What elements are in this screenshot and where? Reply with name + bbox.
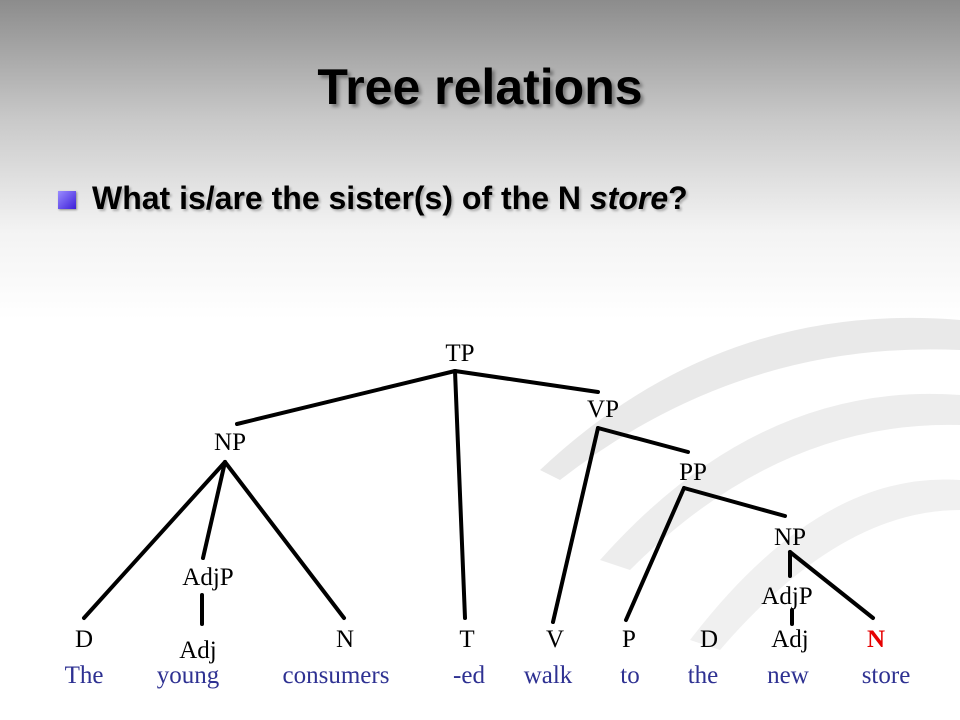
question-bullet: What is/are the sister(s) of the N store… bbox=[58, 180, 688, 217]
question-suffix: ? bbox=[668, 180, 688, 216]
branch-pp-p bbox=[624, 486, 686, 622]
square-bullet-icon bbox=[58, 190, 76, 209]
node-adjp-subject: AdjP bbox=[182, 564, 233, 591]
category-t: T bbox=[459, 626, 474, 653]
question-text: What is/are the sister(s) of the N store… bbox=[92, 180, 688, 217]
branch-vp-pp bbox=[596, 426, 690, 454]
category-n-highlighted: N bbox=[867, 626, 885, 653]
word-the: The bbox=[65, 662, 104, 689]
phrase-labels: TP NP VP PP NP AdjP AdjP bbox=[182, 340, 812, 610]
branch-pp-np bbox=[682, 486, 787, 518]
word-store: store bbox=[862, 662, 911, 689]
question-emphasis: store bbox=[589, 180, 669, 216]
branch-vp-v bbox=[551, 426, 600, 624]
node-tp: TP bbox=[445, 340, 474, 367]
branch-np-n2 bbox=[788, 550, 875, 620]
node-np-object: NP bbox=[774, 524, 806, 551]
word-consumers: consumers bbox=[283, 662, 390, 689]
word-to: to bbox=[620, 662, 639, 689]
question-prefix: What is/are the sister(s) of the N bbox=[92, 180, 590, 216]
branch-tp-np bbox=[235, 369, 457, 426]
word-young: young bbox=[157, 662, 220, 689]
word-ed: -ed bbox=[453, 662, 485, 689]
node-np-subject: NP bbox=[214, 429, 246, 456]
slide-title: Tree relations bbox=[317, 59, 643, 115]
category-d-2: D bbox=[700, 626, 718, 653]
tree-branches bbox=[82, 369, 875, 626]
branch-np-n bbox=[223, 460, 346, 620]
branch-tp-vp bbox=[453, 369, 600, 394]
node-vp: VP bbox=[587, 396, 619, 423]
word-labels: The young consumers -ed walk to the new … bbox=[65, 662, 911, 689]
category-n: N bbox=[336, 626, 354, 653]
branch-np-adjp bbox=[201, 460, 227, 560]
word-new: new bbox=[767, 662, 809, 689]
node-adjp-object: AdjP bbox=[761, 583, 812, 610]
branch-np-d bbox=[82, 460, 227, 620]
category-v: V bbox=[546, 626, 564, 653]
word-the-2: the bbox=[688, 662, 719, 689]
node-pp: PP bbox=[679, 459, 707, 486]
category-adj-2: Adj bbox=[771, 626, 809, 653]
category-labels: D Adj N T V P D Adj N bbox=[75, 626, 885, 664]
word-walk: walk bbox=[524, 662, 573, 689]
category-adj: Adj bbox=[179, 637, 217, 664]
branch-tp-t bbox=[453, 369, 467, 620]
category-p: P bbox=[622, 626, 636, 653]
category-d: D bbox=[75, 626, 93, 653]
